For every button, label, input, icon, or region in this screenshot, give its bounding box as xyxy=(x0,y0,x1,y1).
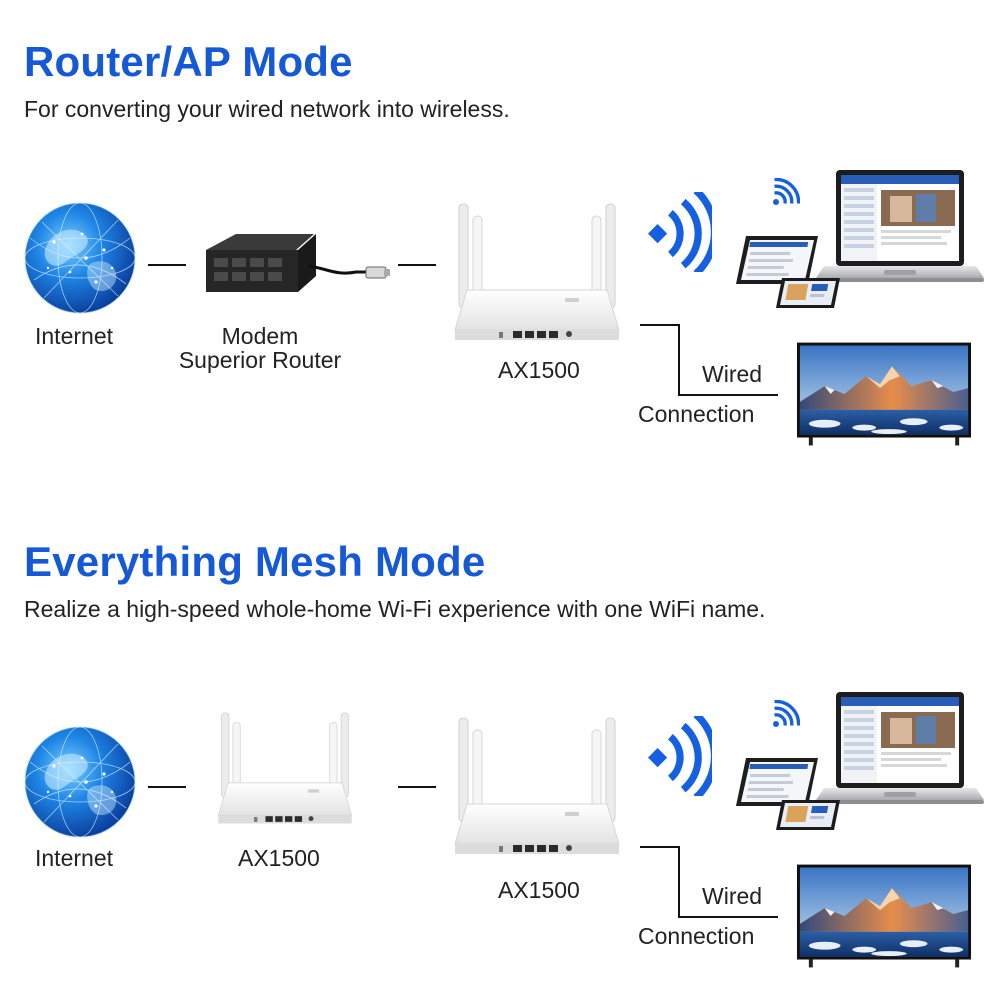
globe-icon xyxy=(20,722,140,842)
router2-label: AX1500 xyxy=(498,878,580,902)
link-line xyxy=(148,264,186,266)
wired-label-line1: Wired xyxy=(702,362,762,386)
mesh-subtitle: Realize a high-speed whole-home Wi-Fi ex… xyxy=(24,596,765,623)
wired-label-line2: Connection xyxy=(638,402,754,426)
router-icon xyxy=(432,198,642,348)
router-ap-section: Router/AP Mode For converting your wired… xyxy=(0,0,1000,500)
mesh-section: Everything Mesh Mode Realize a high-spee… xyxy=(0,500,1000,1000)
wired-connection-line xyxy=(678,916,778,918)
globe-icon xyxy=(20,198,140,318)
modem-label-line2: Superior Router xyxy=(170,348,350,372)
router-ap-subtitle: For converting your wired network into w… xyxy=(24,96,510,123)
wired-connection-line xyxy=(640,846,680,848)
wired-label-line1: Wired xyxy=(702,884,762,908)
tv-icon xyxy=(795,340,973,450)
wifi-signal-icon xyxy=(648,192,712,272)
wired-connection-line xyxy=(678,324,680,396)
wifi-small-icon xyxy=(770,700,800,730)
internet-label: Internet xyxy=(35,846,113,870)
wifi-small-icon xyxy=(770,178,800,208)
link-line xyxy=(398,786,436,788)
wifi-signal-icon xyxy=(648,716,712,796)
phone-icon xyxy=(774,796,844,836)
modem-label-line1: Modem xyxy=(170,324,350,348)
mesh-title: Everything Mesh Mode xyxy=(24,538,485,586)
router-icon xyxy=(200,708,370,830)
router1-label: AX1500 xyxy=(238,846,320,870)
modem-label: Modem Superior Router xyxy=(170,324,350,372)
internet-label: Internet xyxy=(35,324,113,348)
router-ap-title: Router/AP Mode xyxy=(24,38,353,86)
wired-connection-line xyxy=(678,846,680,918)
wired-connection-line xyxy=(640,324,680,326)
phone-icon xyxy=(774,274,844,314)
wired-label-line2: Connection xyxy=(638,924,754,948)
link-line xyxy=(398,264,436,266)
router-label: AX1500 xyxy=(498,358,580,382)
link-line xyxy=(148,786,186,788)
modem-icon xyxy=(196,228,396,308)
tv-icon xyxy=(795,862,973,972)
router-icon xyxy=(432,712,642,862)
wired-connection-line xyxy=(678,394,778,396)
